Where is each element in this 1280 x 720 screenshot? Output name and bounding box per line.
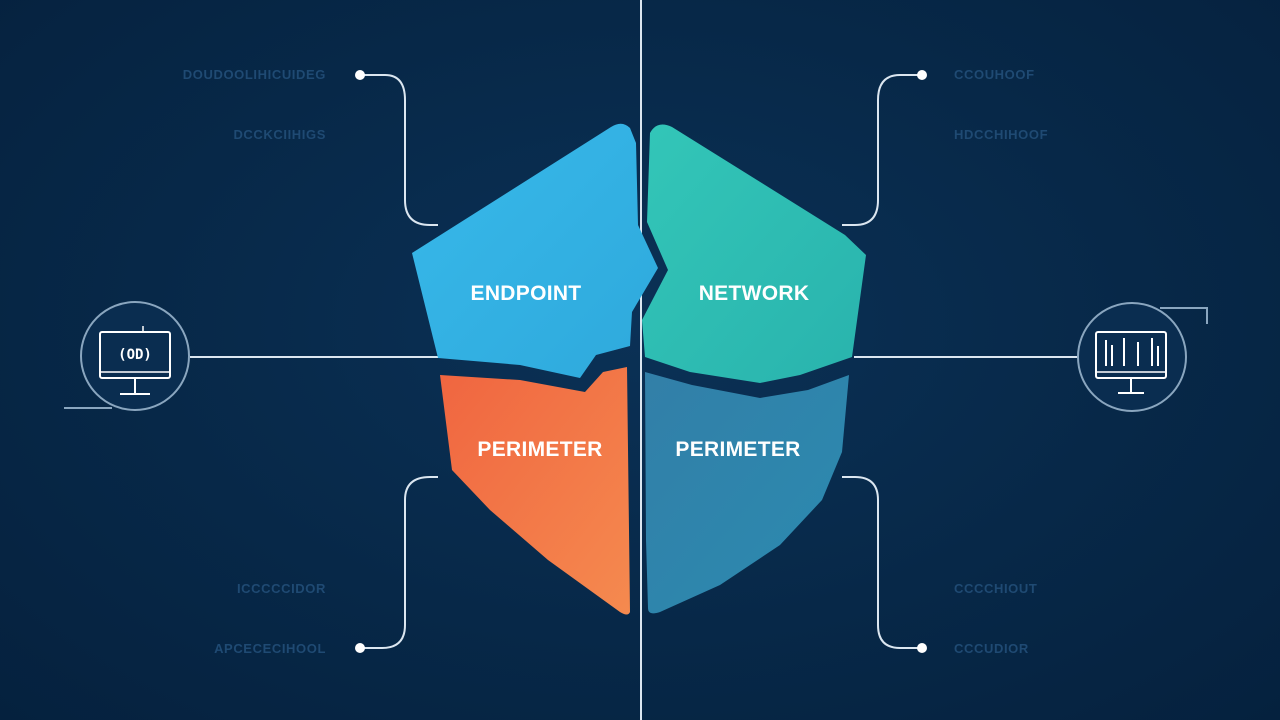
segment-label-perimeter-left: PERIMETER: [477, 438, 602, 461]
monitor-icon-text: (OD): [118, 347, 152, 363]
left-bottom-bracket: [360, 476, 438, 649]
left-bottom-bracket-dot: [355, 643, 365, 653]
shield-segment-perimeter-left: [440, 367, 630, 615]
annotation-left-bottom-2: APCECECIHOOL: [214, 641, 326, 656]
monitor-icon: (OD): [64, 301, 190, 411]
annotation-left-bottom-1: ICCCCCIDOR: [237, 581, 326, 596]
shield-segment-perimeter-right: [645, 372, 849, 614]
left-top-bracket-dot: [355, 70, 365, 80]
segment-label-network: NETWORK: [699, 282, 810, 305]
server-rack-icon: [1077, 302, 1208, 412]
shield-segment-endpoint: [412, 123, 658, 378]
shield-segment-network: [642, 124, 866, 384]
annotation-right-top-2: HDCCHIHOOF: [954, 127, 1048, 142]
right-bottom-bracket-dot: [917, 643, 927, 653]
annotation-left-top-1: DOUDOOLIHICUIDEG: [183, 67, 326, 82]
annotation-right-bottom-1: CCCCHIOUT: [954, 581, 1037, 596]
annotation-right-bottom-2: CCCUDIOR: [954, 641, 1029, 656]
right-bottom-bracket: [842, 476, 922, 649]
left-top-bracket: [360, 74, 438, 226]
annotation-left-top-2: DCCKCIIHIGS: [233, 127, 326, 142]
right-top-bracket: [842, 74, 922, 226]
segment-label-perimeter-right: PERIMETER: [675, 438, 800, 461]
right-top-bracket-dot: [917, 70, 927, 80]
annotation-right-top-1: CCOUHOOF: [954, 67, 1035, 82]
segment-label-endpoint: ENDPOINT: [471, 282, 582, 305]
